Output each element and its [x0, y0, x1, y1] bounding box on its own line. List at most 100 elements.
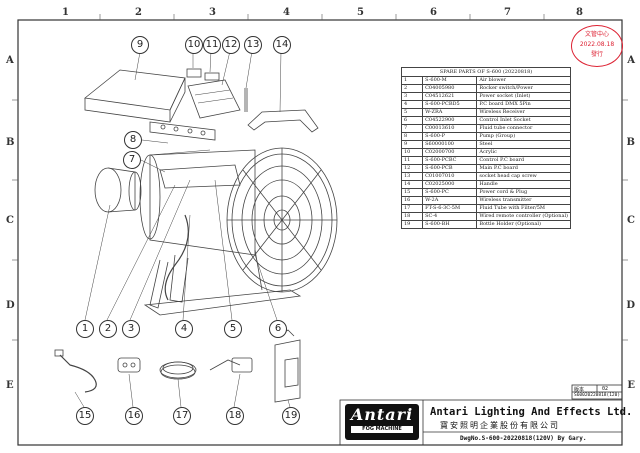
parts-cell-no: 1: [400, 76, 424, 85]
row-label: B: [626, 137, 635, 148]
parts-cell-code: S60000100: [422, 140, 478, 149]
exploded-view: [54, 50, 338, 408]
parts-cell-code: S-600-M: [422, 76, 478, 85]
callout-9: 9: [131, 36, 149, 54]
parts-cell-name: Bottle Holder (Optional): [476, 220, 571, 229]
parts-cell-no: 19: [400, 220, 424, 229]
logo-wordmark: Antari: [350, 405, 414, 424]
row-label: A: [6, 55, 14, 66]
row-label: D: [6, 300, 15, 311]
row-label: C: [6, 215, 14, 226]
doc-code: S60020220818(120): [574, 393, 621, 398]
column-label: 5: [357, 7, 364, 18]
callout-7: 7: [123, 151, 141, 169]
parts-cell-name: Steel: [476, 140, 571, 149]
callout-19: 19: [282, 407, 300, 425]
callout-6: 6: [269, 320, 287, 338]
parts-cell-name: Acrylic: [476, 148, 571, 157]
callout-16: 16: [125, 407, 143, 425]
parts-cell-code: S-600-P: [422, 132, 478, 141]
parts-cell-name: Power cord & Plug: [476, 188, 571, 197]
parts-cell-name: Control P.C board: [476, 156, 571, 165]
parts-cell-no: 10: [400, 148, 424, 157]
parts-cell-code: S-600-PCBC: [422, 156, 478, 165]
parts-cell-no: 3: [400, 92, 424, 101]
callout-4: 4: [175, 320, 193, 338]
parts-cell-no: 4: [400, 100, 424, 109]
parts-cell-no: 15: [400, 188, 424, 197]
parts-cell-no: 13: [400, 172, 424, 181]
column-label: 8: [576, 7, 583, 18]
row-label: A: [627, 55, 635, 66]
parts-cell-no: 5: [400, 108, 424, 117]
parts-cell-no: 11: [400, 156, 424, 165]
callout-10: 10: [185, 36, 203, 54]
parts-cell-code: C04005980: [422, 84, 478, 93]
row-label: B: [6, 137, 15, 148]
row-label: C: [627, 215, 635, 226]
parts-cell-no: 16: [400, 196, 424, 205]
parts-cell-name: Wireless Receiver: [476, 108, 571, 117]
parts-cell-name: Handle: [476, 180, 571, 189]
parts-cell-name: Air blower: [476, 76, 571, 85]
stamp-line: 發行: [590, 51, 603, 58]
parts-cell-no: 7: [400, 124, 424, 133]
callout-8: 8: [124, 131, 142, 149]
parts-cell-name: Main P.C board: [476, 164, 571, 173]
parts-cell-code: SC-4: [422, 212, 478, 221]
parts-cell-no: 9: [400, 140, 424, 149]
callout-14: 14: [273, 36, 291, 54]
callout-18: 18: [226, 407, 244, 425]
logo-subtitle: FOG MACHINE: [351, 426, 413, 433]
callout-3: 3: [122, 320, 140, 338]
parts-cell-code: S-600-PCB: [422, 164, 478, 173]
parts-cell-no: 12: [400, 164, 424, 173]
company-name-en: Antari Lighting And Effects Ltd.: [430, 406, 633, 418]
column-label: 7: [504, 7, 511, 18]
parts-cell-no: 6: [400, 116, 424, 125]
stamp-date: 2022.08.18: [579, 41, 615, 48]
parts-cell-name: Fluid Tube with Filter/5M: [476, 204, 571, 213]
parts-cell-no: 18: [400, 212, 424, 221]
parts-cell-code: C04522900: [422, 116, 478, 125]
column-label: 1: [62, 7, 69, 18]
parts-cell-name: P.C board DMX 5Pin: [476, 100, 571, 109]
parts-cell-code: W-2A: [422, 196, 478, 205]
callout-11: 11: [203, 36, 221, 54]
callout-13: 13: [244, 36, 262, 54]
column-label: 2: [135, 7, 142, 18]
revision-value: 02: [602, 386, 609, 392]
antari-logo: Antari FOG MACHINE: [345, 404, 419, 440]
company-name-zh: 寶安照明企業股份有限公司: [440, 421, 560, 430]
issue-stamp: 文管中心 2022.08.18 發行: [571, 25, 623, 67]
parts-table-title: SPARE PARTS OF S-600 (20220818): [401, 67, 571, 77]
parts-cell-name: Fluid tube connector: [476, 124, 571, 133]
parts-cell-code: C02025000: [422, 180, 478, 189]
row-label: E: [6, 380, 14, 391]
column-label: 4: [283, 7, 290, 18]
parts-cell-no: 14: [400, 180, 424, 189]
parts-cell-code: W-ZRA: [422, 108, 478, 117]
stamp-line: 文管中心: [584, 31, 609, 38]
parts-cell-code: S-600-PCBD5: [422, 100, 478, 109]
parts-cell-name: Control Inlet Socket: [476, 116, 571, 125]
parts-cell-no: 17: [400, 204, 424, 213]
parts-cell-name: Rocker switch/Power: [476, 84, 571, 93]
